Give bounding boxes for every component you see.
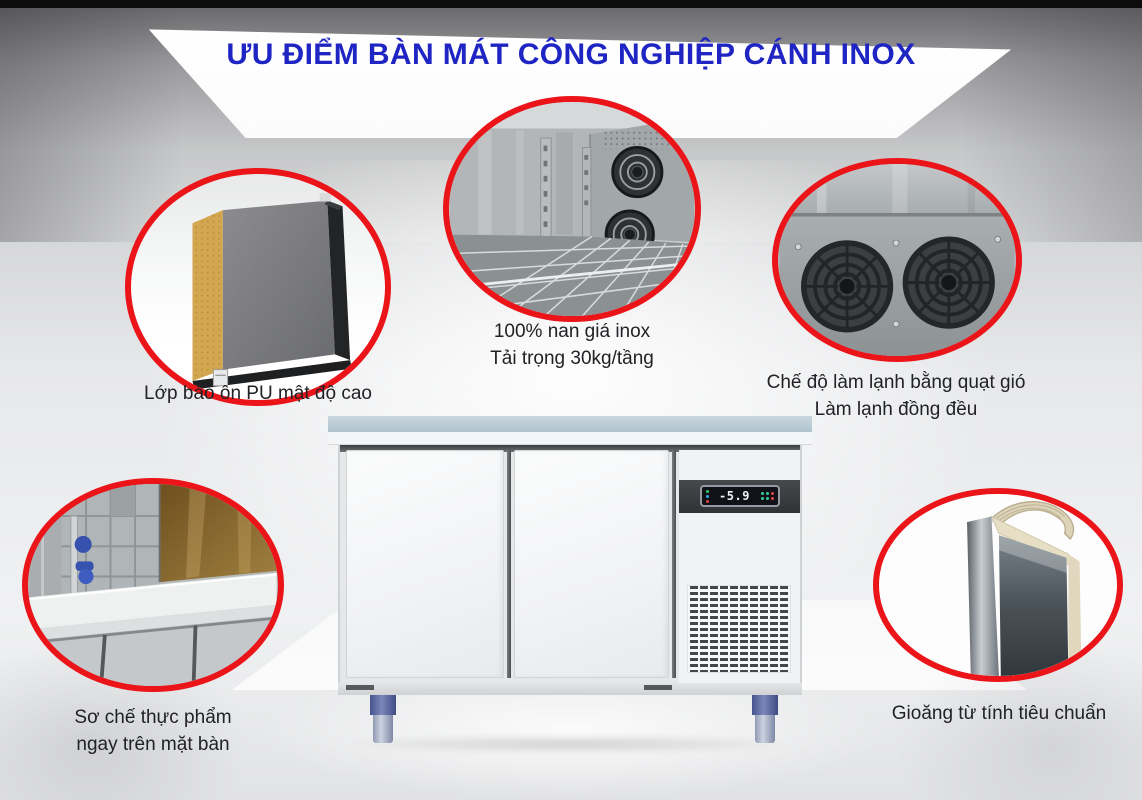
status-led-icons	[705, 489, 709, 503]
hinge-left	[346, 685, 374, 690]
left-door	[346, 450, 504, 678]
door-gasket-illustration	[880, 494, 1116, 676]
fan-grille-left	[801, 240, 894, 333]
feature-photo-pu-panel	[125, 168, 391, 406]
ventilation-grille	[687, 585, 791, 673]
bg-floor-glow	[250, 688, 890, 800]
feature-caption-pu: Lớp bảo ôn PU mật độ cao	[58, 380, 458, 407]
interior-shelves-illustration	[449, 102, 695, 316]
compressor-unit: -5.9	[679, 450, 800, 683]
feature-caption-fans: Chế độ làm lạnh bằng quạt gió Làm lạnh đ…	[696, 369, 1096, 423]
caption-line: Lớp bảo ôn PU mật độ cao	[144, 383, 372, 404]
feature-caption-shelves: 100% nan giá inox Tải trọng 30kg/tầng	[392, 318, 752, 372]
front-right-leg	[752, 695, 778, 743]
caption-line: Làm lạnh đồng đều	[814, 399, 978, 420]
cooling-fans-illustration	[779, 164, 1015, 356]
feature-photo-fans	[772, 158, 1022, 362]
page-title: ƯU ĐIỂM BÀN MÁT CÔNG NGHIỆP CÁNH INOX	[226, 38, 916, 71]
caption-line: Gioăng từ tính tiêu chuẩn	[891, 703, 1107, 724]
top-recess	[340, 445, 800, 452]
product-shadow	[342, 734, 798, 754]
temperature-display: -5.9	[699, 485, 780, 507]
countertop-edge	[328, 432, 812, 445]
caption-line: Chế độ làm lạnh bằng quạt gió	[766, 372, 1026, 393]
product-body: -5.9	[338, 445, 802, 695]
right-door	[514, 450, 669, 678]
prep-counter-illustration	[29, 484, 277, 686]
blue-rack	[74, 535, 94, 585]
bg-top-strip	[0, 0, 1142, 8]
bottom-rail	[338, 683, 802, 695]
hinge-right	[644, 685, 672, 690]
feature-photo-interior	[443, 96, 701, 322]
caption-line: ngay trên mặt bàn	[76, 734, 230, 755]
pu-panel-illustration	[192, 192, 353, 390]
fan-grille-right	[902, 236, 995, 329]
feature-photo-gasket	[873, 488, 1123, 682]
feature-caption-gasket: Gioăng từ tính tiêu chuẩn	[848, 700, 1142, 727]
feature-caption-prep: Sơ chế thực phẩm ngay trên mặt bàn	[3, 704, 303, 758]
temperature-value: -5.9	[719, 489, 750, 503]
front-left-leg	[370, 695, 396, 743]
caption-line: Tải trọng 30kg/tầng	[490, 348, 654, 369]
countertop-surface	[328, 416, 812, 432]
product-cold-table: -5.9	[328, 416, 812, 756]
caption-line: Sơ chế thực phẩm	[74, 707, 232, 728]
feature-photo-countertop	[22, 478, 284, 692]
caption-line: 100% nan giá inox	[493, 321, 651, 342]
gasket-strip	[990, 501, 1075, 541]
door-gap	[672, 450, 676, 678]
control-panel: -5.9	[679, 480, 800, 513]
door-gap	[507, 450, 511, 678]
control-button-icons	[760, 492, 774, 500]
